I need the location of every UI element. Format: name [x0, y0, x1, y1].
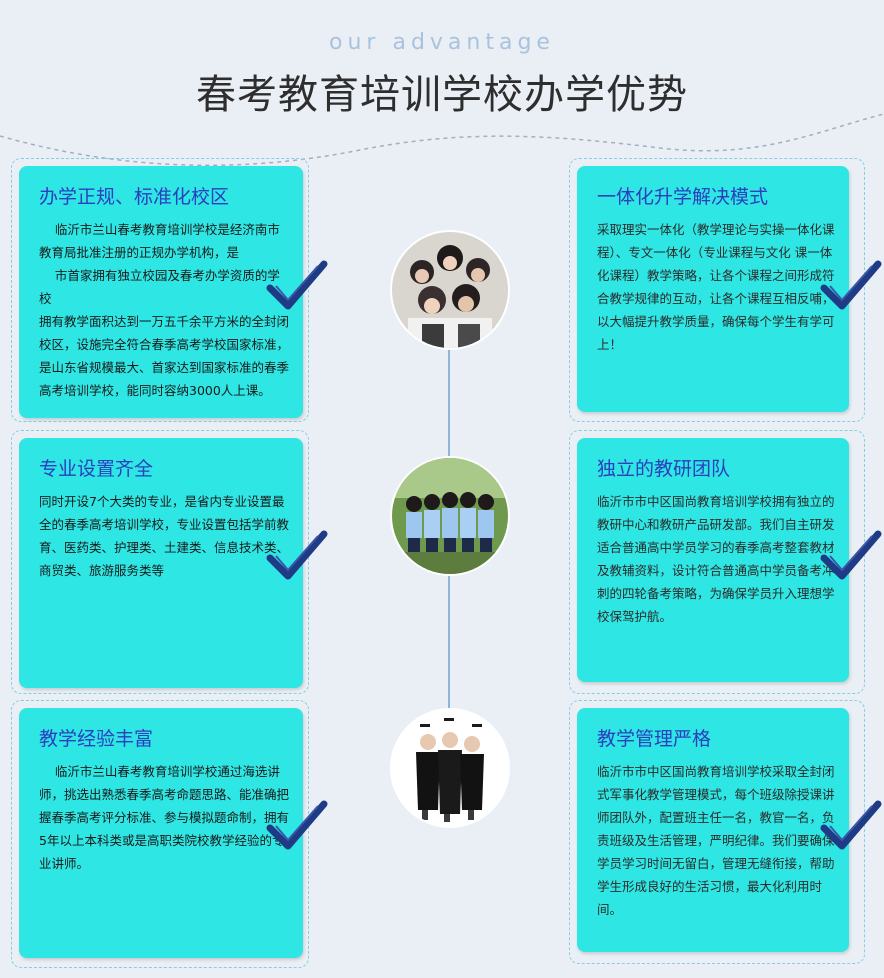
card-teaching-experience: 教学经验丰富 临沂市兰山春考教育培训学校通过海选讲师，挑选出熟悉春季高考命题思路… [19, 708, 303, 958]
card-paragraph: 临沂市市中区国尚教育培训学校拥有独立的教研中心和教研产品研发部。我们自主研发适合… [597, 494, 835, 624]
card-paragraph: 市首家拥有独立校园及春考办学资质的学校 [39, 268, 280, 306]
card-paragraph: 临沂市兰山春考教育培训学校通过海选讲师，挑选出熟悉春季高考命题思路、能准确把握春… [39, 764, 290, 871]
card-frame-strict-management [569, 700, 865, 964]
card-body: 临沂市兰山春考教育培训学校是经济南市教育局批准注册的正规办学机构，是 市首家拥有… [39, 218, 289, 402]
card-paragraph: 临沂市兰山春考教育培训学校是经济南市教育局批准注册的正规办学机构，是 [39, 222, 280, 260]
card-strict-management: 教学管理严格 临沂市市中区国尚教育培训学校采取全封闭式军事化教学管理模式，每个班… [577, 708, 849, 952]
card-frame-full-majors [11, 430, 309, 694]
card-paragraph: 同时开设7个大类的专业，是省内专业设置最全的春季高考培训学校，专业设置包括学前教… [39, 494, 290, 578]
card-paragraph: 临沂市市中区国尚教育培训学校采取全封闭式军事化教学管理模式，每个班级除授课讲师团… [597, 764, 835, 917]
check-icon [266, 800, 328, 850]
card-title: 教学经验丰富 [39, 728, 154, 750]
section-subtitle: our advantage [329, 30, 555, 55]
card-body: 采取理实一体化（教学理论与实操一体化课程）、专文一体化（专业课程与文化 课一体化… [597, 218, 835, 356]
card-title: 专业设置齐全 [39, 458, 154, 480]
students-uniform-photo [392, 458, 508, 574]
card-frame-standard-campus [11, 158, 309, 422]
card-frame-research-team [569, 430, 865, 694]
card-full-majors: 专业设置齐全 同时开设7个大类的专业，是省内专业设置最全的春季高考培训学校，专业… [19, 438, 303, 688]
check-icon [820, 260, 882, 310]
graduates-photo [392, 710, 508, 826]
card-title: 教学管理严格 [597, 728, 712, 750]
card-title: 一体化升学解决模式 [597, 186, 769, 208]
dashed-wave-divider [0, 113, 884, 166]
card-body: 临沂市市中区国尚教育培训学校采取全封闭式军事化教学管理模式，每个班级除授课讲师团… [597, 760, 835, 921]
card-body: 同时开设7个大类的专业，是省内专业设置最全的春季高考培训学校，专业设置包括学前教… [39, 490, 289, 582]
page-title: 春考教育培训学校办学优势 [196, 72, 688, 118]
card-paragraph: 采取理实一体化（教学理论与实操一体化课程）、专文一体化（专业课程与文化 课一体化… [597, 222, 835, 352]
card-frame-integrated-model [569, 158, 865, 422]
card-paragraph: 拥有教学面积达到一万五千余平方米的全封闭校区，设施完全符合春季高考学校国家标准，… [39, 314, 290, 398]
group-selfie-photo [392, 232, 508, 348]
card-integrated-model: 一体化升学解决模式 采取理实一体化（教学理论与实操一体化课程）、专文一体化（专业… [577, 166, 849, 412]
check-icon [820, 530, 882, 580]
card-frame-teaching-experience [11, 700, 309, 968]
card-body: 临沂市兰山春考教育培训学校通过海选讲师，挑选出熟悉春季高考命题思路、能准确把握春… [39, 760, 289, 875]
card-standard-campus: 办学正规、标准化校区 临沂市兰山春考教育培训学校是经济南市教育局批准注册的正规办… [19, 166, 303, 418]
card-body: 临沂市市中区国尚教育培训学校拥有独立的教研中心和教研产品研发部。我们自主研发适合… [597, 490, 835, 628]
card-research-team: 独立的教研团队 临沂市市中区国尚教育培训学校拥有独立的教研中心和教研产品研发部。… [577, 438, 849, 682]
check-icon [266, 530, 328, 580]
card-title: 办学正规、标准化校区 [39, 186, 230, 208]
check-icon [266, 260, 328, 310]
card-title: 独立的教研团队 [597, 458, 731, 480]
check-icon [820, 800, 882, 850]
